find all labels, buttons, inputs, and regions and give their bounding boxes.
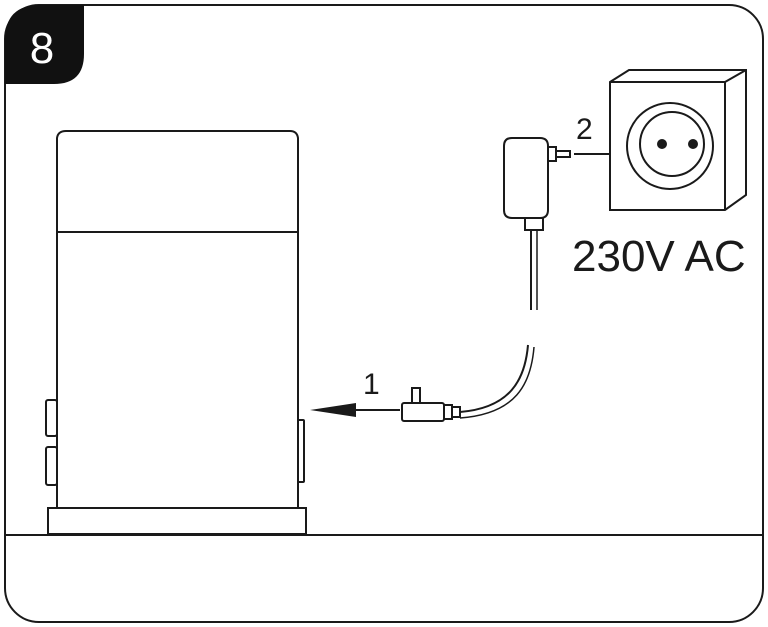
power-cable-outline <box>459 346 535 419</box>
socket-hole-left <box>657 139 667 149</box>
appliance <box>45 130 307 535</box>
callout-1: 1 <box>363 368 380 401</box>
appliance-lid <box>56 130 299 233</box>
side-button-lower <box>45 446 58 486</box>
plug-in-arrow-1 <box>310 403 400 417</box>
power-adapter <box>503 137 571 231</box>
voltage-label: 230V AC <box>572 232 746 281</box>
step-badge: 8 <box>5 5 84 84</box>
socket-hole-right <box>688 139 698 149</box>
wall-outlet <box>609 69 747 211</box>
socket-recess <box>639 111 705 177</box>
appliance-body <box>56 231 299 509</box>
power-cable <box>459 344 529 413</box>
dc-socket-panel <box>297 419 305 483</box>
step-number: 8 <box>30 24 54 73</box>
side-button-upper <box>45 399 58 437</box>
dc-plug <box>401 387 461 422</box>
appliance-base <box>47 507 307 535</box>
callout-2: 2 <box>576 113 593 146</box>
